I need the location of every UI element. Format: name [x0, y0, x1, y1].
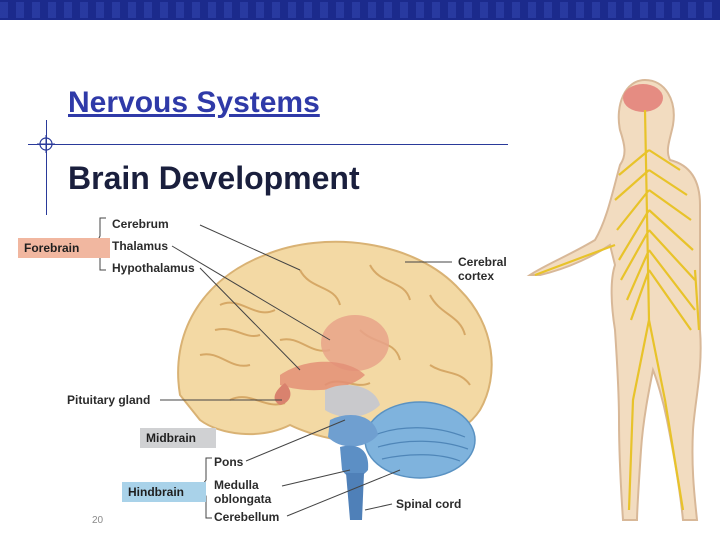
- medulla-shape: [340, 445, 369, 478]
- label-pons: Pons: [214, 455, 244, 469]
- figure-brain: [623, 84, 663, 112]
- page-number: 20: [92, 515, 104, 526]
- guide-line-vertical: [46, 120, 47, 215]
- label-cerebral-cortex-line1: Cerebral: [458, 255, 507, 269]
- banner-pattern: [0, 2, 720, 18]
- guide-line-horizontal: [28, 144, 508, 145]
- cerebellum-folds: [374, 427, 469, 462]
- midbrain-shape: [325, 385, 380, 417]
- label-spinal-cord: Spinal cord: [396, 497, 462, 511]
- crosshair-icon: [37, 135, 55, 153]
- region-tag-midbrain: Midbrain: [140, 428, 216, 448]
- label-cerebral-cortex-line2: cortex: [458, 269, 495, 283]
- top-banner: [0, 0, 720, 20]
- slide-subtitle: Brain Development: [68, 160, 360, 196]
- region-tag-hindbrain: Hindbrain: [122, 482, 206, 502]
- label-cerebrum: Cerebrum: [112, 217, 169, 231]
- body-silhouette: [526, 78, 702, 521]
- label-hypothalamus: Hypothalamus: [112, 261, 195, 275]
- pons-shape: [328, 415, 378, 447]
- brain-illustration: [177, 240, 493, 520]
- human-nervous-system-figure: [526, 78, 702, 521]
- slide-title: Nervous Systems: [68, 86, 320, 119]
- region-tag-forebrain: Forebrain: [18, 238, 110, 258]
- spinal-cord-shape: [346, 473, 364, 520]
- label-thalamus: Thalamus: [112, 239, 169, 253]
- hypothalamus-shape: [280, 361, 365, 391]
- label-pituitary-gland: Pituitary gland: [67, 393, 151, 407]
- thalamus-shape: [321, 315, 389, 371]
- label-cerebellum: Cerebellum: [214, 510, 280, 524]
- figure-spinal-nerves: [534, 109, 701, 511]
- label-medulla-line1: Medulla: [214, 478, 259, 492]
- label-medulla-line2: oblongata: [214, 492, 272, 506]
